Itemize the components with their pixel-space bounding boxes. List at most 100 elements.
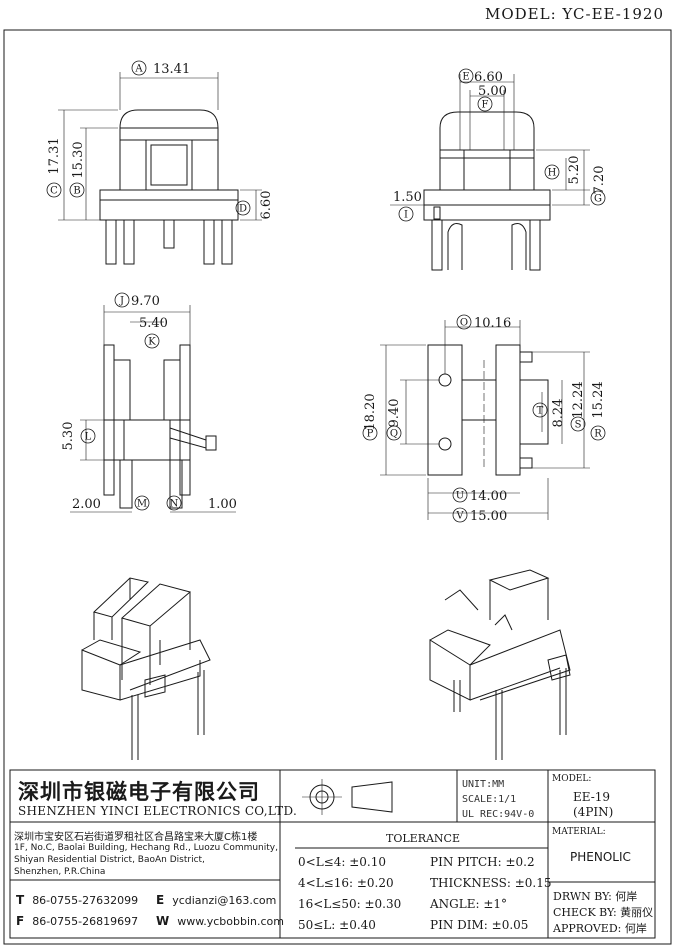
dim-value-i: 1.50 <box>393 190 422 205</box>
dim-value-r: 15.24 <box>591 381 606 418</box>
dim-value-a: 13.41 <box>153 62 190 77</box>
spec-ul: UL REC:94V-0 <box>462 809 535 820</box>
dim-value-h: 5.20 <box>567 156 582 185</box>
callout-circle-r <box>590 425 606 441</box>
callout-circle-l <box>80 428 96 444</box>
side-view <box>390 74 590 271</box>
callout-letter-b: B <box>73 186 80 197</box>
callout-letter-s: S <box>575 420 582 431</box>
callout-circle-d <box>235 200 251 216</box>
callout-letter-h: H <box>548 168 557 179</box>
callout-letter-q: Q <box>390 429 398 440</box>
callout-letter-a: A <box>134 64 143 75</box>
tolerance-right-1: PIN PITCH: ±0.2 <box>430 855 535 869</box>
address-cn: 深圳市宝安区石岩街道罗租社区合昌路宝来大厦C栋1楼 <box>14 832 258 843</box>
callout-letter-n: N <box>170 499 179 510</box>
dim-value-l: 5.30 <box>61 422 76 451</box>
fax-value: 86-0755-26819697 <box>32 915 139 928</box>
callout-circle-h <box>544 164 560 180</box>
dim-value-s: 12.24 <box>571 381 586 418</box>
callout-circle-i <box>398 206 414 222</box>
contact-fax: F 86-0755-26819697 <box>16 914 138 928</box>
email-label: E <box>156 893 165 907</box>
callout-circle-s <box>570 416 586 432</box>
model-pins: (4PIN) <box>573 805 614 819</box>
dim-value-f: 5.00 <box>478 84 507 99</box>
email-value: ycdianzi@163.com <box>172 894 277 907</box>
callout-letter-v: V <box>455 511 464 522</box>
iso-view-left <box>81 577 211 760</box>
web-value: www.ycbobbin.com <box>177 915 284 928</box>
callout-circle-v <box>452 507 468 523</box>
tolerance-left-4: 50≤L: ±0.40 <box>298 918 376 932</box>
callout-letter-f: F <box>482 100 489 111</box>
address-en-line-3: Shenzhen, P.R.China <box>14 867 106 877</box>
approved-by: APPROVED: 何岸 <box>553 922 647 935</box>
dim-value-g: 7.20 <box>592 166 607 195</box>
tel-value: 86-0755-27632099 <box>32 894 139 907</box>
callout-circle-u <box>452 487 468 503</box>
material-value: PHENOLIC <box>570 850 631 864</box>
drawn-by: DRWN BY: 何岸 <box>553 890 638 903</box>
callout-circle-n <box>166 495 182 511</box>
dim-value-t: 8.24 <box>551 399 566 428</box>
spec-scale: SCALE:1/1 <box>462 794 517 805</box>
callout-circle-t <box>532 402 548 418</box>
callout-circle-q <box>386 425 402 441</box>
model-label: MODEL: <box>552 774 592 784</box>
tolerance-right-4: PIN DIM: ±0.05 <box>430 918 529 932</box>
title-block-frame <box>9 769 656 939</box>
callout-circle-k <box>144 333 160 349</box>
dim-value-c: 17.31 <box>47 137 62 174</box>
callout-letter-e: E <box>462 72 469 83</box>
tolerance-left-2: 4<L≤16: ±0.20 <box>298 876 394 890</box>
callout-letter-p: P <box>367 429 374 440</box>
dim-value-j: 9.70 <box>131 294 160 309</box>
dim-value-m: 2.00 <box>72 497 101 512</box>
fax-label: F <box>16 914 25 928</box>
tolerance-title: TOLERANCE <box>386 832 460 845</box>
callout-letter-t: T <box>537 406 544 417</box>
callout-letter-m: M <box>137 499 147 510</box>
dim-value-n: 1.00 <box>208 497 237 512</box>
projection-symbol <box>302 779 393 815</box>
checked-by: CHECK BY: 黄丽仪 <box>553 906 654 919</box>
company-name-en: SHENZHEN YINCI ELECTRONICS CO,LTD. <box>18 804 298 818</box>
tolerance-left-1: 0<L≤4: ±0.10 <box>298 855 386 869</box>
material-label: MATERIAL: <box>552 827 606 837</box>
address-en-line-1: 1F, No.C, Baolai Building, Hechang Rd., … <box>14 843 278 853</box>
front-view <box>58 72 262 265</box>
end-view <box>70 305 236 513</box>
iso-view-right <box>429 569 571 760</box>
callout-circle-a <box>131 60 147 76</box>
bottom-view <box>380 320 590 520</box>
callout-letter-c: C <box>50 186 58 197</box>
spec-unit: UNIT:MM <box>462 779 505 790</box>
dim-value-e: 6.60 <box>474 70 503 85</box>
callout-letter-j: J <box>119 296 124 307</box>
callout-circle-g <box>590 190 606 206</box>
model-value: EE-19 <box>573 790 611 804</box>
dim-value-q: 9.40 <box>387 399 402 428</box>
dim-value-p: 18.20 <box>363 393 378 430</box>
callout-circle-j <box>114 292 130 308</box>
callout-circle-e <box>458 68 474 84</box>
callout-letter-d: D <box>239 204 247 215</box>
drawing-border <box>3 29 672 945</box>
callout-circle-p <box>362 425 378 441</box>
callout-letter-i: I <box>404 210 408 221</box>
dim-value-k: 5.40 <box>139 316 168 331</box>
callout-circle-m <box>134 495 150 511</box>
web-label: W <box>156 914 170 928</box>
callout-circle-o <box>456 314 472 330</box>
model-title: MODEL: YC-EE-1920 <box>485 5 665 23</box>
callout-letter-u: U <box>456 491 464 502</box>
callout-letter-r: R <box>594 429 602 440</box>
callout-letter-o: O <box>460 318 468 329</box>
address-en-line-2: Shiyan Residential District, BaoAn Distr… <box>14 855 205 865</box>
dim-value-v: 15.00 <box>470 509 507 524</box>
company-name-cn: 深圳市银磁电子有限公司 <box>18 780 260 804</box>
